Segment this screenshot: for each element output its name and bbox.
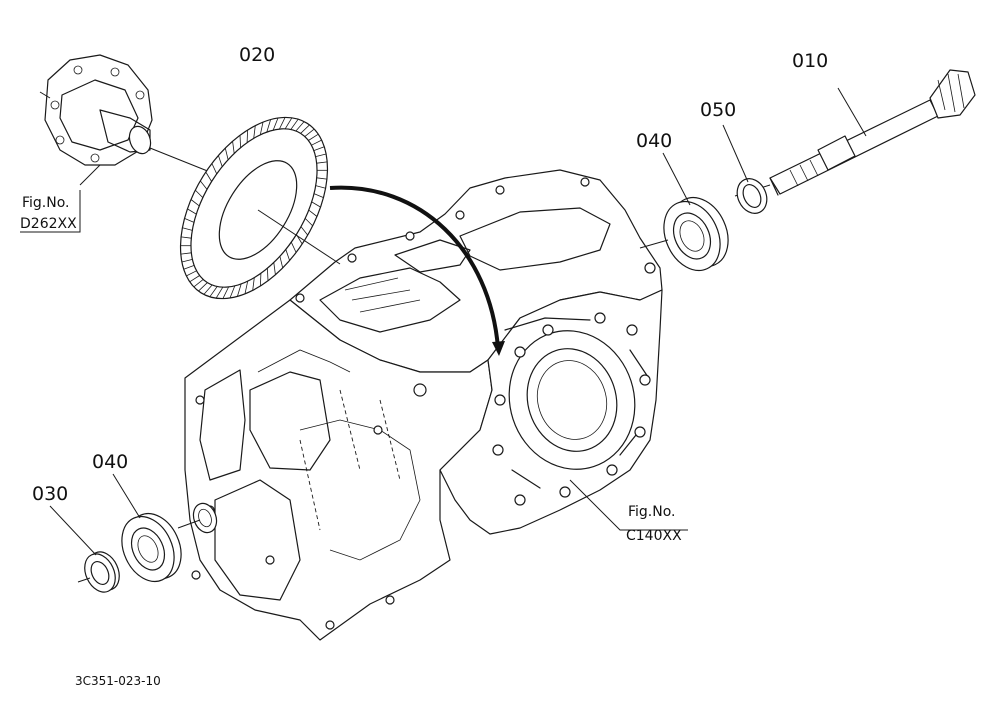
gear-tooth bbox=[181, 259, 193, 263]
differential-figref-code: D262XX bbox=[20, 216, 77, 232]
housing-figref-leader bbox=[569, 479, 688, 531]
pinion-shaft-010 bbox=[734, 69, 976, 197]
gear-tooth bbox=[308, 133, 319, 141]
gear-tooth bbox=[224, 148, 229, 160]
oil-seal-030 bbox=[49, 505, 120, 593]
gear-tooth bbox=[183, 265, 195, 270]
ball-bearing-040-lower bbox=[112, 473, 182, 583]
gear-tooth bbox=[232, 141, 235, 154]
gear-tooth bbox=[209, 286, 218, 298]
part-label-040-lower: 040 bbox=[92, 451, 128, 473]
gear-tooth bbox=[199, 180, 208, 190]
gear-tooth bbox=[190, 199, 200, 207]
gear-tooth bbox=[246, 129, 248, 143]
gear-tooth bbox=[187, 208, 197, 215]
gear-tooth bbox=[315, 185, 326, 189]
ball-bearing-040-upper bbox=[639, 152, 729, 272]
gear-tooth bbox=[313, 193, 324, 198]
gear-tooth bbox=[311, 201, 321, 208]
gear-tooth bbox=[304, 218, 313, 227]
housing-figref-code: C140XX bbox=[626, 528, 682, 544]
gear-tooth bbox=[259, 122, 264, 135]
gear-tooth bbox=[313, 146, 325, 151]
gear-tooth bbox=[222, 286, 229, 299]
differential-figref-prefix: Fig.No. bbox=[22, 195, 70, 211]
part-label-030: 030 bbox=[32, 483, 68, 505]
gear-tooth bbox=[290, 242, 297, 253]
gear-tooth bbox=[218, 155, 223, 167]
assembly-arrow bbox=[329, 185, 505, 356]
gear-tooth bbox=[279, 117, 286, 130]
shim-washer-050 bbox=[722, 124, 768, 214]
differential-figref-leader bbox=[20, 190, 81, 233]
drawing-code: 3C351-023-10 bbox=[75, 674, 161, 688]
housing-figref-prefix: Fig.No. bbox=[628, 504, 676, 520]
part-label-040-upper: 040 bbox=[636, 130, 672, 152]
part-label-020: 020 bbox=[239, 44, 275, 66]
gear-tooth bbox=[205, 171, 212, 182]
gear-tooth bbox=[182, 227, 193, 231]
gear-tooth bbox=[203, 284, 213, 295]
ring-gear-020 bbox=[179, 116, 341, 300]
transmission-housing bbox=[177, 169, 663, 641]
part-label-010: 010 bbox=[792, 50, 828, 72]
gear-tooth bbox=[284, 117, 293, 130]
gear-tooth bbox=[273, 262, 276, 275]
gear-tooth bbox=[181, 236, 192, 239]
gear-tooth bbox=[189, 275, 200, 283]
gear-tooth bbox=[252, 277, 255, 291]
gear-tooth bbox=[272, 117, 279, 131]
gear-tooth bbox=[239, 135, 241, 148]
gear-tooth bbox=[285, 249, 290, 261]
gear-tooth bbox=[316, 177, 327, 180]
gear-tooth bbox=[311, 139, 322, 146]
gear-tooth bbox=[260, 273, 262, 287]
part-label-050: 050 bbox=[700, 99, 736, 121]
gear-tooth bbox=[266, 119, 271, 133]
gear-tooth bbox=[244, 281, 249, 294]
gear-tooth bbox=[215, 286, 224, 299]
gear-tooth bbox=[304, 128, 315, 137]
gear-tooth bbox=[186, 270, 197, 277]
flange-bolt-holes bbox=[191, 177, 656, 630]
gear-tooth bbox=[279, 256, 284, 268]
gear-tooth bbox=[193, 279, 204, 288]
gear-tooth bbox=[237, 283, 242, 297]
gear-tooth bbox=[290, 118, 299, 130]
gear-tooth bbox=[211, 163, 218, 174]
gear-tooth bbox=[195, 189, 204, 198]
gear-tooth bbox=[180, 252, 192, 255]
differential-assembly bbox=[39, 54, 211, 186]
gear-tooth bbox=[253, 125, 256, 139]
gear-tooth bbox=[308, 209, 318, 217]
gear-tooth bbox=[295, 121, 305, 132]
gear-tooth bbox=[300, 226, 309, 236]
gear-tooth bbox=[198, 282, 208, 292]
gear-tooth bbox=[316, 161, 328, 164]
gear-tooth bbox=[267, 268, 269, 281]
gear-tooth bbox=[315, 153, 327, 157]
gear-tooth bbox=[229, 285, 236, 299]
gear-tooth bbox=[184, 218, 195, 223]
gear-tooth bbox=[300, 124, 310, 134]
